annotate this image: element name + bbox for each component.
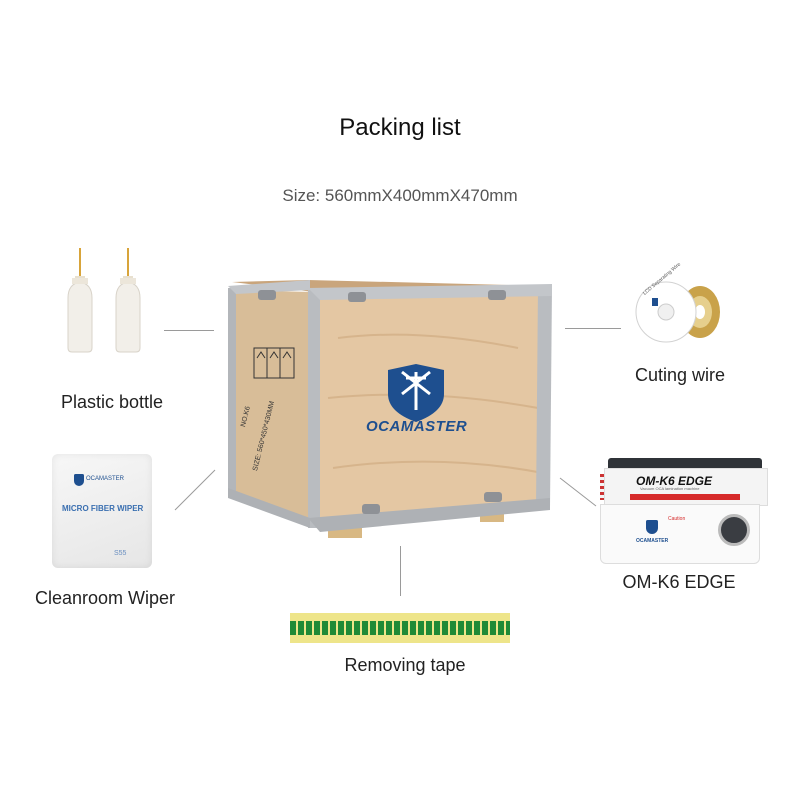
label-plastic-bottle: Plastic bottle [60, 392, 164, 412]
wiper-product: MICRO FIBER WIPER [62, 504, 144, 513]
plastic-bottle-image [67, 248, 141, 353]
machine-red-stripe [630, 494, 740, 500]
connector-bottle [164, 330, 214, 331]
wiper-brand: OCAMASTER [86, 476, 125, 482]
connector-tape [400, 546, 401, 596]
wiper-count: S55 [114, 550, 127, 557]
machine-subtitle: Vacuum OCA lamination machine [640, 486, 700, 491]
machine-caution: Caution [668, 516, 686, 522]
cutting-wire-image [635, 281, 720, 343]
label-removing-tape: Removing tape [344, 655, 466, 675]
size-text: Size: 560mmX400mmX470mm [282, 186, 518, 205]
wiper-shield-icon [74, 474, 84, 486]
connector-machine [559, 477, 597, 507]
page-title: Packing list [339, 114, 461, 141]
tape-green-squares [290, 621, 510, 635]
label-cutting-wire: Cuting wire [634, 365, 726, 385]
connector-wiper [174, 469, 216, 511]
machine-lid [608, 458, 762, 468]
om-k6-machine-image: OM-K6 EDGE Vacuum OCA lamination machine… [600, 458, 768, 564]
cleanroom-wiper-image: OCAMASTER MICRO FIBER WIPER S55 [52, 454, 152, 568]
label-om-k6-edge: OM-K6 EDGE [622, 572, 736, 592]
label-cleanroom-wiper: Cleanroom Wiper [34, 588, 176, 608]
machine-logo: OM-K6 EDGE [636, 474, 713, 488]
removing-tape-image [290, 613, 510, 643]
wooden-crate-image [228, 280, 552, 538]
connector-wire [565, 328, 621, 329]
crate-brand-text: OCAMASTER [366, 418, 468, 435]
machine-knob [718, 514, 750, 546]
machine-shield-icon [646, 520, 658, 534]
machine-brand: OCAMASTER [636, 538, 669, 544]
machine-vent-left [600, 474, 604, 500]
